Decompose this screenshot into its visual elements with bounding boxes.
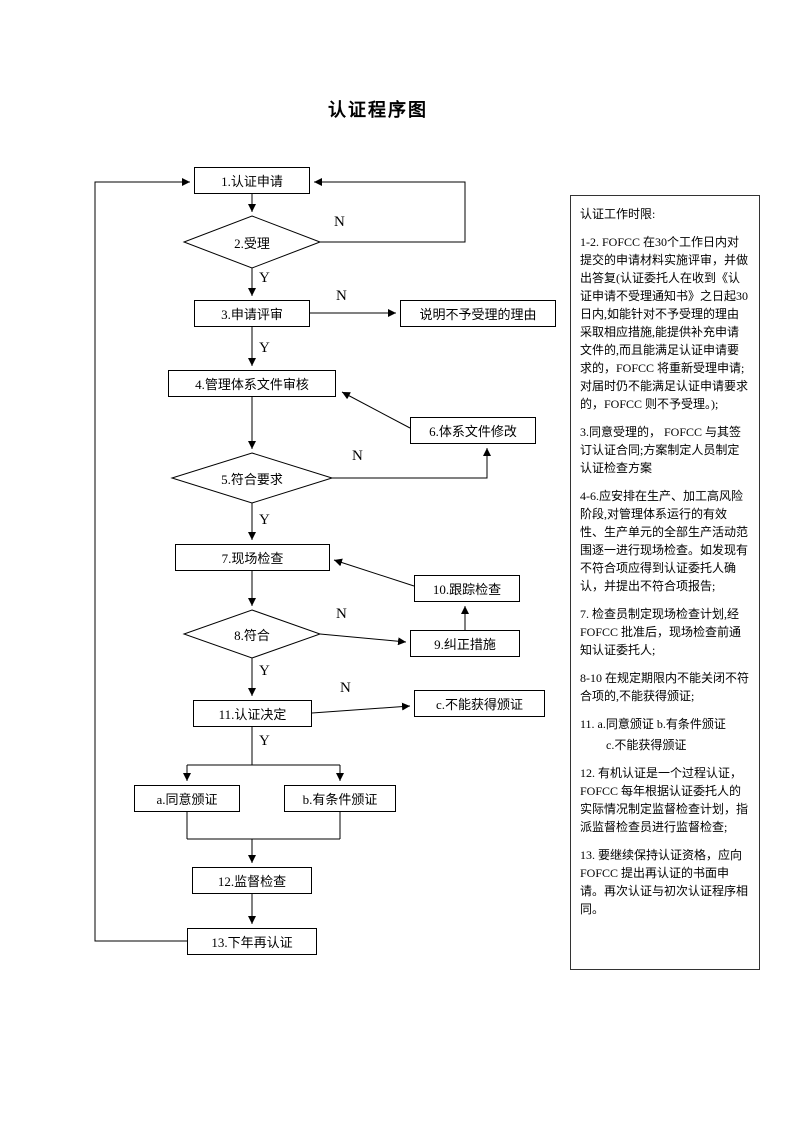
- edge-label-conform-yes: Y: [259, 663, 270, 679]
- edge-label-meet-requirements-no: N: [352, 448, 363, 464]
- notes-item-8-10: 8-10 在规定期限内不能关闭不符合项的,不能获得颁证;: [580, 671, 749, 703]
- node-reject-reason: 说明不予受理的理由: [400, 300, 556, 327]
- notes-item-7: 7. 检查员制定现场检查计划,经FOFCC 批准后，现场检查前通知认证委托人;: [580, 607, 742, 657]
- node-accept: 2.受理: [234, 235, 270, 251]
- notes-item-4-6: 4-6.应安排在生产、加工高风险阶段,对管理体系运行的有效性、生产单元的全部生产…: [580, 489, 749, 593]
- node-supervision: 12.监督检查: [192, 867, 312, 894]
- node-review: 3.申请评审: [194, 300, 310, 327]
- node-conditional-cert: b.有条件颁证: [284, 785, 396, 812]
- edge-label-decision-no: N: [340, 680, 351, 696]
- node-agree-cert: a.同意颁证: [134, 785, 240, 812]
- node-meet-requirements: 5.符合要求: [221, 471, 283, 487]
- node-apply: 1.认证申请: [194, 167, 310, 194]
- edge-label-review-no: N: [336, 288, 347, 304]
- node-site-inspection: 7.现场检查: [175, 544, 330, 571]
- notes-item-11: 11. a.同意颁证 b.有条件颁证: [580, 717, 726, 731]
- notes-heading: 认证工作时限:: [580, 207, 656, 221]
- edge-label-accept-yes: Y: [259, 270, 270, 286]
- edge-recertification-loop-to-apply: [94, 178, 190, 942]
- node-recertification: 13.下年再认证: [187, 928, 317, 955]
- node-no-cert: c.不能获得颁证: [414, 690, 545, 717]
- edge-label-conform-no: N: [336, 606, 347, 622]
- notes-panel: 认证工作时限: 1-2. FOFCC 在30个工作日内对提交的申请材料实施评审，…: [570, 195, 760, 970]
- edge-doc-revision-to-system-audit: [341, 391, 411, 429]
- node-decision: 11.认证决定: [193, 700, 312, 727]
- notes-item-3: 3.同意受理的， FOFCC 与其签订认证合同;方案制定人员制定认证检查方案: [580, 425, 742, 475]
- edge-label-accept-no: N: [334, 214, 345, 230]
- edge-follow-up-to-site-inspection: [333, 558, 415, 587]
- edge-accept-no-to-apply: [314, 178, 466, 243]
- node-system-audit: 4.管理体系文件审核: [168, 370, 336, 397]
- edge-meet-requirements-no-to-doc-revision: [332, 448, 491, 479]
- notes-item-11b: c.不能获得颁证: [606, 738, 687, 752]
- edge-conform-no-to-corrective-action: [319, 633, 407, 646]
- node-doc-revision: 6.体系文件修改: [410, 417, 536, 444]
- edge-decision-no-to-no-cert: [311, 702, 411, 714]
- notes-item-12: 12. 有机认证是一个过程认证，FOFCC 每年根据认证委托人的实际情况制定监督…: [580, 766, 749, 834]
- node-follow-up: 10.跟踪检查: [414, 575, 520, 602]
- edge-label-meet-requirements-yes: Y: [259, 512, 270, 528]
- diagram-title: 认证程序图: [328, 100, 428, 120]
- node-corrective-action: 9.纠正措施: [410, 630, 520, 657]
- edge-label-decision-yes: Y: [259, 733, 270, 749]
- notes-item-13: 13. 要继续保持认证资格，应向FOFCC 提出再认证的书面申请。再次认证与初次…: [580, 848, 749, 916]
- node-conform: 8.符合: [234, 627, 270, 643]
- edge-label-review-yes: Y: [259, 340, 270, 356]
- notes-item-1-2: 1-2. FOFCC 在30个工作日内对提交的申请材料实施评审，并做出答复(认证…: [580, 235, 749, 411]
